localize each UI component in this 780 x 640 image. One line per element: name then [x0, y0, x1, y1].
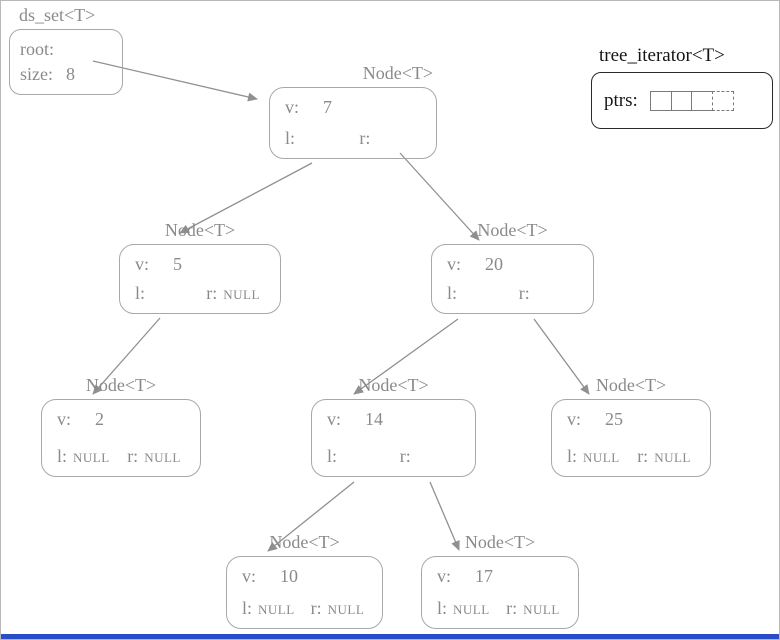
- value-field: v:17: [437, 566, 494, 586]
- left-pointer: l:NULL: [567, 446, 620, 466]
- node-14: Node<T> v:14 l: r:: [311, 375, 476, 477]
- node-title: Node<T>: [85, 375, 157, 395]
- size-label: size:: [20, 64, 53, 84]
- node-10: Node<T> v:10 l:NULL r:NULL: [226, 532, 383, 629]
- node-7: Node<T> v:7 l: r:: [269, 63, 437, 159]
- tree-iterator-title: tree_iterator<T>: [599, 45, 725, 66]
- right-pointer: r:NULL: [206, 283, 260, 303]
- node-box: v:2 l:NULL r:NULL: [41, 399, 201, 477]
- node-title: Node<T>: [464, 532, 536, 552]
- node-17: Node<T> v:17 l:NULL r:NULL: [421, 532, 579, 629]
- node-title: Node<T>: [269, 532, 340, 552]
- tree-iterator-box: ptrs:: [591, 72, 773, 129]
- pointer-fields: l:NULL r:NULL: [242, 598, 374, 620]
- node-title: Node<T>: [477, 220, 548, 240]
- root-field: root:: [20, 39, 54, 59]
- ptrs-cells: [650, 90, 734, 111]
- node-title: Node<T>: [164, 220, 236, 240]
- ptr-cell-dashed: [711, 90, 734, 111]
- node-25: Node<T> v:25 l:NULL r:NULL: [551, 375, 711, 477]
- value-field: v:10: [242, 566, 299, 586]
- left-pointer: l:: [285, 128, 296, 148]
- ds-set-box: root: size: 8: [9, 29, 123, 95]
- window-bottom-edge: [1, 634, 779, 639]
- node-2: Node<T> v:2 l:NULL r:NULL: [41, 375, 201, 477]
- pointer-fields: l:NULL r:NULL: [437, 598, 570, 620]
- right-pointer: r:NULL: [637, 446, 691, 466]
- pointer-fields: l: r:: [285, 128, 428, 150]
- value-field: v:25: [567, 409, 624, 429]
- size-value: 8: [66, 64, 75, 84]
- value-field: v:2: [57, 409, 105, 429]
- node-box: v:7 l: r:: [269, 87, 437, 159]
- left-pointer: l:: [447, 283, 458, 303]
- right-pointer: r:NULL: [127, 446, 181, 466]
- node-5: Node<T> v:5 l: r:NULL: [119, 220, 281, 314]
- left-pointer: l:NULL: [57, 446, 110, 466]
- node-box: v:10 l:NULL r:NULL: [226, 556, 383, 629]
- node-box: v:5 l: r:NULL: [119, 244, 281, 314]
- ds-set-title: ds_set<T>: [19, 5, 96, 25]
- ptr-cell: [650, 90, 673, 111]
- node-title: Node<T>: [358, 375, 429, 395]
- value-field: v:5: [135, 254, 183, 274]
- pointer-fields: l:NULL r:NULL: [567, 446, 702, 468]
- right-pointer: r:: [518, 283, 530, 303]
- left-pointer: l:NULL: [437, 598, 490, 618]
- left-pointer: l:: [135, 283, 146, 303]
- ptrs-label: ptrs:: [604, 89, 638, 111]
- ptr-cell: [670, 90, 693, 111]
- ptr-cell: [691, 90, 714, 111]
- pointer-fields: l: r:NULL: [135, 283, 272, 305]
- right-pointer: r:NULL: [506, 598, 560, 618]
- node-box: v:14 l: r:: [311, 399, 476, 477]
- pointer-fields: l:NULL r:NULL: [57, 446, 192, 468]
- value-field: v:20: [447, 254, 504, 274]
- left-pointer: l:NULL: [242, 598, 295, 618]
- node-box: v:17 l:NULL r:NULL: [421, 556, 579, 629]
- pointer-fields: l: r:: [327, 446, 467, 468]
- right-pointer: r:: [359, 128, 371, 148]
- right-pointer: r:NULL: [310, 598, 365, 618]
- right-pointer: r:: [399, 446, 411, 466]
- node-20: Node<T> v:20 l: r:: [431, 220, 594, 314]
- pointer-fields: l: r:: [447, 283, 585, 305]
- value-field: v:14: [327, 409, 384, 429]
- size-field: size: 8: [20, 62, 112, 87]
- node-box: v:20 l: r:: [431, 244, 594, 314]
- value-field: v:7: [285, 97, 333, 117]
- left-pointer: l:: [327, 446, 338, 466]
- node-title: Node<T>: [362, 63, 433, 83]
- node-title: Node<T>: [595, 375, 667, 395]
- node-box: v:25 l:NULL r:NULL: [551, 399, 711, 477]
